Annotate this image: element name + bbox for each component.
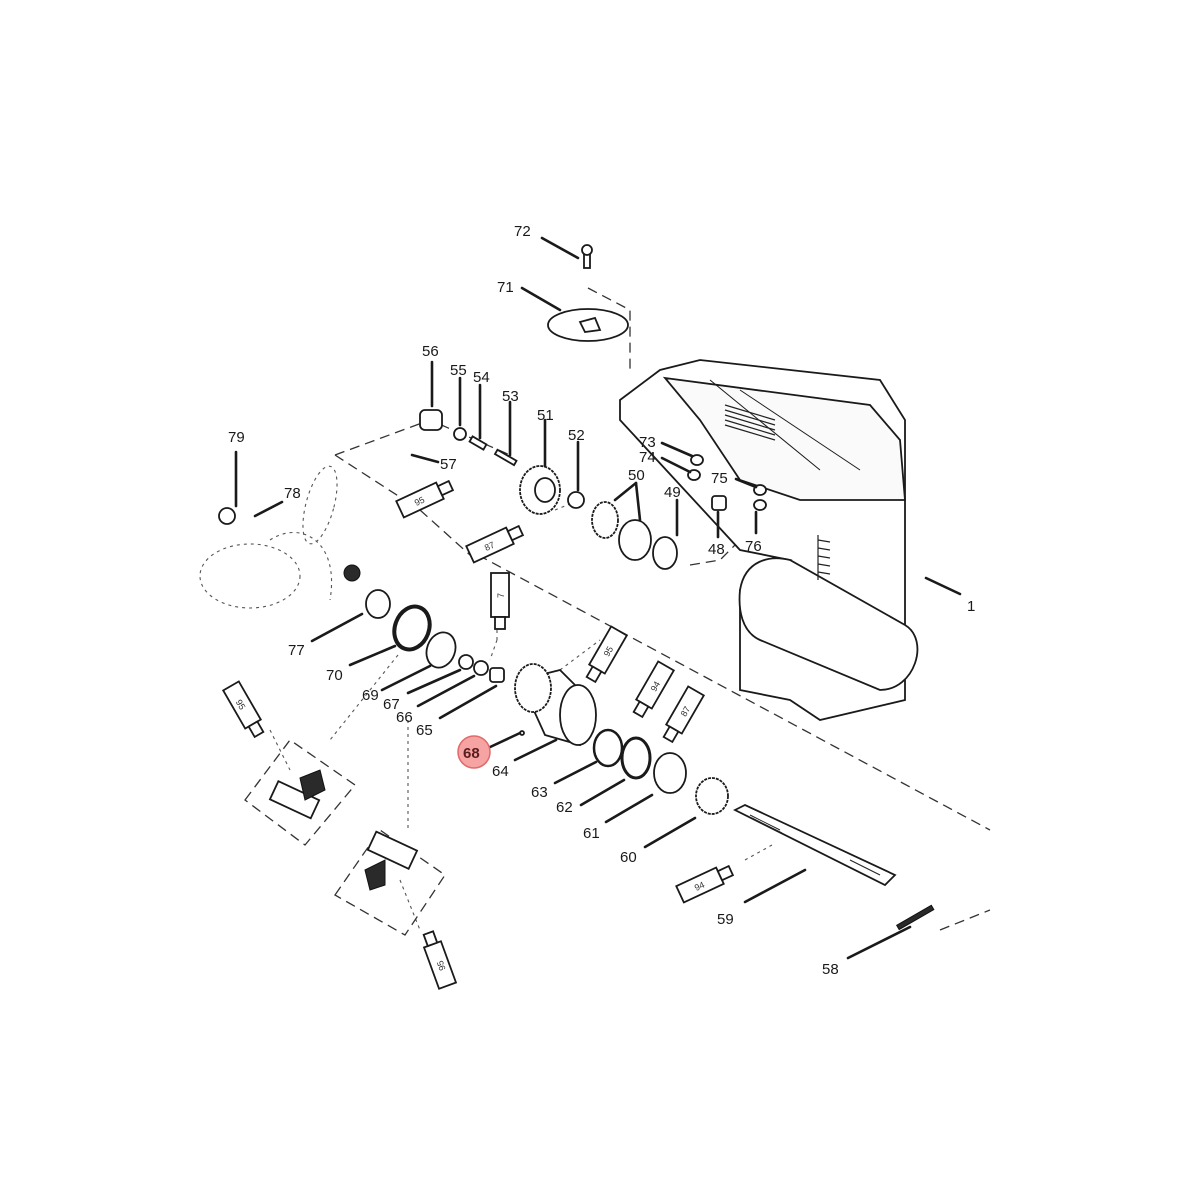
label-70: 70 (326, 667, 343, 684)
svg-text:87: 87 (679, 705, 693, 719)
propeller (199, 465, 361, 609)
svg-text:95: 95 (435, 959, 448, 972)
label-69: 69 (362, 687, 379, 704)
svg-text:7: 7 (496, 593, 506, 598)
label-58: 58 (822, 961, 839, 978)
tube-2: 87 (465, 524, 525, 564)
tube-6: 87 (662, 685, 706, 744)
tube-7: 95 (221, 680, 265, 739)
label-68: 68 (463, 745, 480, 762)
label-61: 61 (583, 825, 600, 842)
anode-assemblies (244, 739, 446, 936)
label-57: 57 (440, 456, 457, 473)
label-49: 49 (664, 484, 681, 501)
svg-text:95: 95 (413, 495, 426, 508)
label-1: 1 (967, 598, 975, 615)
leader-lines (234, 236, 962, 960)
label-64: 64 (492, 763, 509, 780)
tube-8: 95 (422, 930, 458, 990)
tube-4: 95 (585, 625, 629, 684)
label-67: 67 (383, 696, 400, 713)
highlight-marker-68[interactable]: 68 (457, 735, 491, 769)
label-65: 65 (416, 722, 433, 739)
lubricant-tubes: 95 87 7 95 94 87 95 95 (221, 479, 735, 990)
tube-5: 94 (632, 660, 676, 719)
tube-3: 7 (490, 572, 510, 630)
parts (218, 244, 935, 931)
label-60: 60 (620, 849, 637, 866)
label-55: 55 (450, 362, 467, 379)
svg-text:94: 94 (649, 680, 663, 694)
label-62: 62 (556, 799, 573, 816)
label-78: 78 (284, 485, 301, 502)
label-71: 71 (497, 279, 514, 296)
label-74: 74 (639, 449, 656, 466)
gearcase-housing (619, 359, 919, 721)
label-66: 66 (396, 709, 413, 726)
label-52: 52 (568, 427, 585, 444)
tube-9: 94 (675, 864, 735, 904)
label-59: 59 (717, 911, 734, 928)
tube-1: 95 (395, 479, 455, 519)
label-51: 51 (537, 407, 554, 424)
label-77: 77 (288, 642, 305, 659)
label-63: 63 (531, 784, 548, 801)
svg-text:95: 95 (234, 698, 248, 712)
label-56: 56 (422, 343, 439, 360)
label-79: 79 (228, 429, 245, 446)
svg-text:94: 94 (693, 880, 706, 893)
label-76: 76 (745, 538, 762, 555)
label-72: 72 (514, 223, 531, 240)
label-48: 48 (708, 541, 725, 558)
label-54: 54 (473, 369, 490, 386)
part-labels: 72 71 56 55 54 53 51 52 57 73 74 50 49 7… (228, 223, 975, 978)
label-75: 75 (711, 470, 728, 487)
svg-text:87: 87 (483, 540, 496, 553)
svg-text:95: 95 (602, 645, 616, 659)
label-53: 53 (502, 388, 519, 405)
label-50: 50 (628, 467, 645, 484)
label-73: 73 (639, 434, 656, 451)
